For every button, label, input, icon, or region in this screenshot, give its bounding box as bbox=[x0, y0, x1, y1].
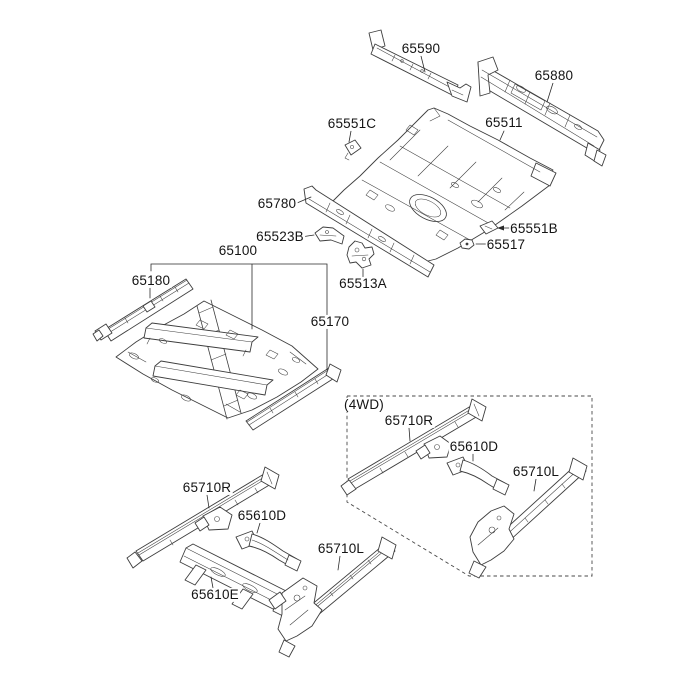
part-label-65610D-2wd: 65610D bbox=[236, 507, 288, 524]
part-65710R-2wd-drawing bbox=[126, 466, 280, 569]
4wd-dashed-boundary bbox=[346, 395, 593, 577]
label-4wd-note: (4WD) bbox=[343, 396, 385, 413]
part-label-65551C: 65551C bbox=[326, 115, 378, 132]
part-label-65710L-4wd: 65710L bbox=[511, 463, 561, 480]
part-65170-drawing bbox=[245, 363, 342, 431]
part-65780-drawing bbox=[303, 185, 435, 278]
part-65100-floor-drawing bbox=[115, 299, 319, 420]
part-label-65100: 65100 bbox=[217, 242, 259, 259]
part-label-65523B: 65523B bbox=[255, 228, 305, 245]
part-65523B-drawing bbox=[314, 226, 345, 245]
part-label-65517: 65517 bbox=[485, 236, 527, 253]
part-label-65180: 65180 bbox=[130, 272, 172, 289]
part-65180-drawing bbox=[92, 278, 194, 342]
part-65610D-2wd-drawing bbox=[235, 530, 302, 572]
part-65710R-4wd-drawing bbox=[340, 398, 487, 496]
part-label-65610D-4wd: 65610D bbox=[448, 438, 500, 455]
part-label-65551B: 65551B bbox=[509, 220, 559, 237]
part-label-65710L-2wd: 65710L bbox=[316, 540, 366, 557]
part-label-65880: 65880 bbox=[533, 67, 575, 84]
part-label-65610E: 65610E bbox=[190, 586, 240, 603]
arrowhead bbox=[497, 225, 504, 231]
part-label-65590: 65590 bbox=[400, 40, 442, 57]
part-65551C-drawing bbox=[344, 139, 362, 161]
part-65610D-4wd-drawing bbox=[446, 456, 510, 496]
part-65710L-2wd-drawing bbox=[268, 536, 397, 658]
part-65513A-drawing bbox=[346, 240, 375, 269]
part-65710L-4wd-drawing bbox=[468, 457, 588, 579]
part-65517-drawing bbox=[459, 238, 475, 250]
part-label-65780: 65780 bbox=[256, 195, 298, 212]
part-65880-drawing bbox=[477, 56, 607, 167]
part-65590-drawing bbox=[368, 29, 472, 103]
part-65610E-drawing bbox=[179, 543, 293, 618]
part-label-65170: 65170 bbox=[309, 313, 351, 330]
part-label-65710R-2wd: 65710R bbox=[181, 479, 233, 496]
part-label-65513A: 65513A bbox=[338, 275, 388, 292]
part-label-65511: 65511 bbox=[484, 114, 524, 131]
part-label-65710R-4wd: 65710R bbox=[383, 412, 435, 429]
